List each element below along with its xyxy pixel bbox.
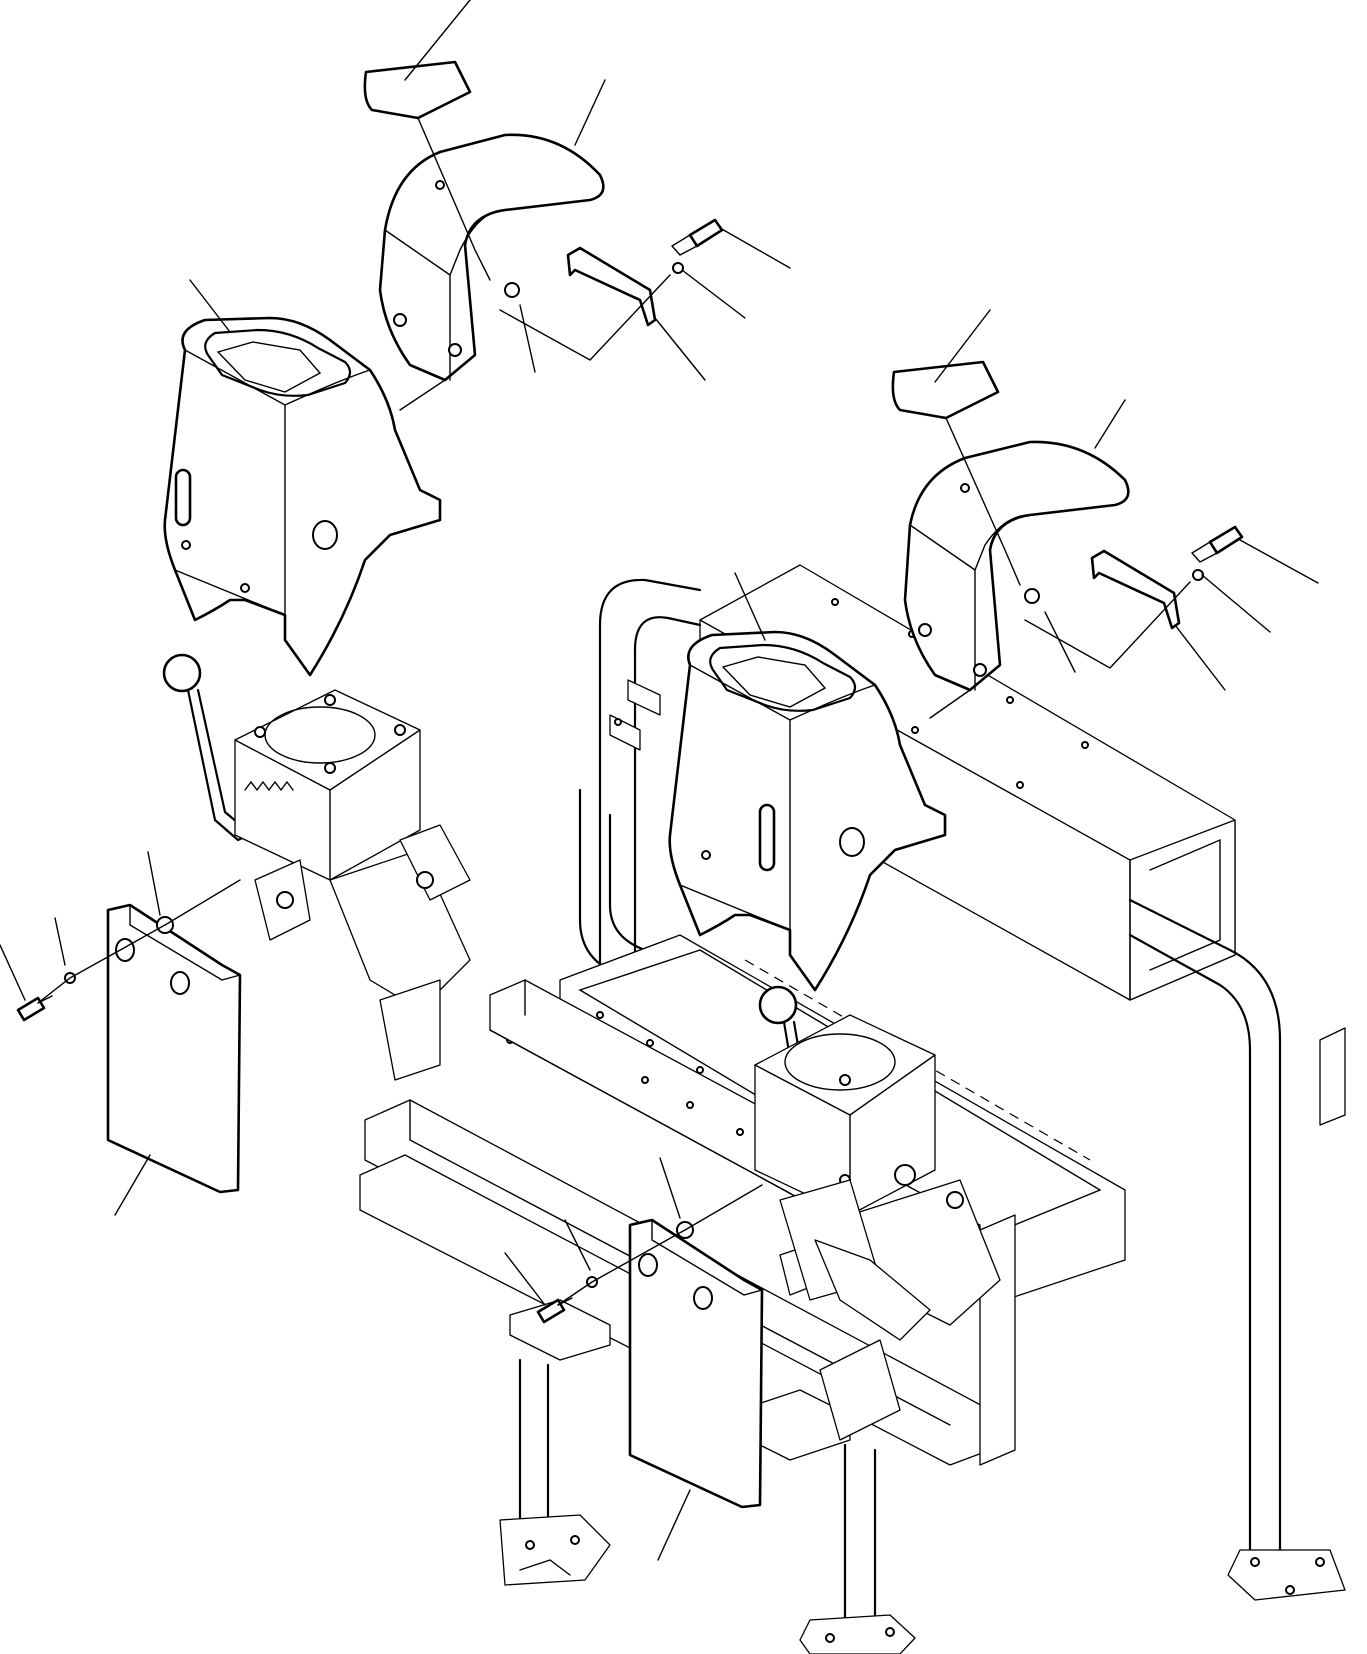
nut [1024,588,1040,604]
right-bracket [1090,549,1181,630]
cover-slot [758,803,776,872]
screw [536,1298,566,1324]
bolt [1208,525,1244,555]
left-side-plate [16,903,242,1194]
cap-plates [363,60,1000,420]
lever-knob [162,653,202,693]
left-bracket [566,246,657,327]
left-small-cover [378,133,605,382]
right-side-plate [536,1218,764,1509]
screw [16,996,46,1022]
left-lever-assembly [162,653,471,1081]
right-small-cover [903,440,1130,692]
fasteners [504,218,1244,604]
assembly-lines [37,117,1191,1306]
brackets [566,246,1181,630]
left-cap [363,60,472,120]
cover-hole [839,827,865,857]
bolt [688,218,724,248]
right-lever-cover [668,630,947,992]
lever-knob [758,985,798,1025]
washer [672,262,684,274]
cover-slot [174,468,192,527]
right-lever-assembly [754,985,1001,1341]
left-lever-cover [163,316,442,677]
nut [504,282,520,298]
leader-lines [0,0,1319,1561]
right-cap [891,360,1000,420]
cover-hole [312,520,338,550]
